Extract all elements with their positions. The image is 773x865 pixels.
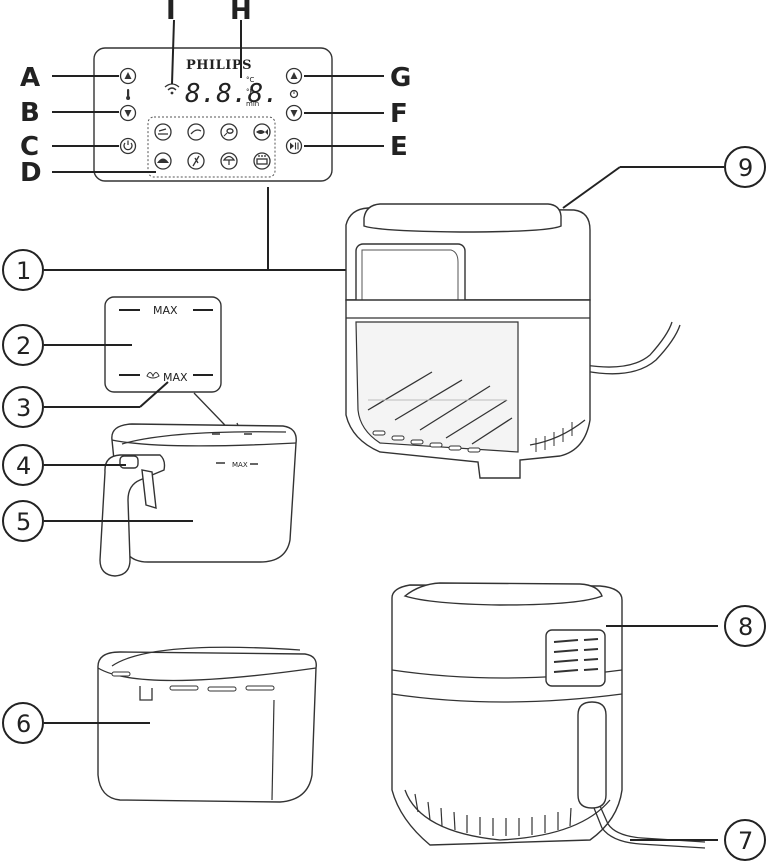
preset-area — [147, 116, 276, 178]
control-panel: PHILIPS 8.8.8. °C °F min — [93, 47, 333, 182]
preset-frozen-fries-icon[interactable] — [154, 123, 172, 141]
preset-fish-icon[interactable] — [253, 123, 271, 141]
timer-icon — [289, 89, 299, 99]
thermometer-icon — [126, 89, 131, 100]
label-E: E — [390, 132, 408, 162]
unit-minutes: min — [246, 100, 259, 108]
label-C: C — [20, 132, 39, 162]
svg-text:7: 7 — [738, 827, 753, 855]
unit-celsius: °C — [246, 76, 255, 84]
max-small-label: MAX — [232, 461, 248, 469]
callout-7: 7 — [724, 819, 766, 861]
label-B: B — [20, 98, 40, 128]
callout-6: 6 — [2, 702, 44, 744]
callout-4: 4 — [2, 444, 44, 486]
unit-fahrenheit: °F — [246, 88, 254, 96]
power-button[interactable] — [119, 137, 137, 155]
start-pause-button[interactable] — [285, 137, 303, 155]
callout-9: 9 — [724, 146, 766, 188]
temperature-up-button[interactable] — [119, 67, 137, 85]
callout-2: 2 — [2, 324, 44, 366]
max-closeup: MAX MAX — [104, 296, 222, 393]
preset-drumstick-icon[interactable] — [220, 123, 238, 141]
svg-text:5: 5 — [16, 508, 31, 536]
callout-5: 5 — [2, 500, 44, 542]
time-down-button[interactable] — [285, 104, 303, 122]
svg-text:3: 3 — [16, 394, 31, 422]
svg-text:6: 6 — [16, 710, 31, 738]
svg-text:1: 1 — [16, 257, 31, 285]
brand-logo: PHILIPS — [186, 58, 252, 73]
label-G: G — [390, 63, 411, 93]
preset-cake-icon[interactable] — [253, 152, 271, 170]
preset-mushroom-icon[interactable] — [220, 152, 238, 170]
inner-basket — [97, 646, 317, 803]
label-I: I — [166, 0, 176, 26]
callout-1: 1 — [2, 249, 44, 291]
label-H: H — [230, 0, 252, 26]
basket-with-handle: MAX — [99, 423, 297, 577]
label-D: D — [20, 158, 42, 188]
preset-vegetables-icon[interactable] — [187, 152, 205, 170]
preset-meat-icon[interactable] — [154, 152, 172, 170]
callout-8: 8 — [724, 605, 766, 647]
temperature-down-button[interactable] — [119, 104, 137, 122]
svg-text:4: 4 — [16, 452, 31, 480]
max-fill-label: MAX — [153, 304, 178, 317]
airfryer-front-view — [345, 203, 681, 479]
air-outlet-vent — [545, 629, 606, 687]
svg-text:2: 2 — [16, 332, 31, 360]
svg-text:8: 8 — [738, 613, 753, 641]
label-F: F — [390, 99, 408, 129]
callout-3: 3 — [2, 386, 44, 428]
time-up-button[interactable] — [285, 67, 303, 85]
label-A: A — [20, 63, 40, 93]
basket-release-button[interactable] — [119, 455, 139, 469]
fan-icon — [146, 372, 160, 379]
svg-text:9: 9 — [738, 154, 753, 182]
airfryer-back-view — [391, 582, 706, 849]
preset-fries-icon[interactable] — [187, 123, 205, 141]
max-airflow-label: MAX — [163, 371, 188, 384]
digital-display: 8.8.8. — [185, 79, 279, 109]
